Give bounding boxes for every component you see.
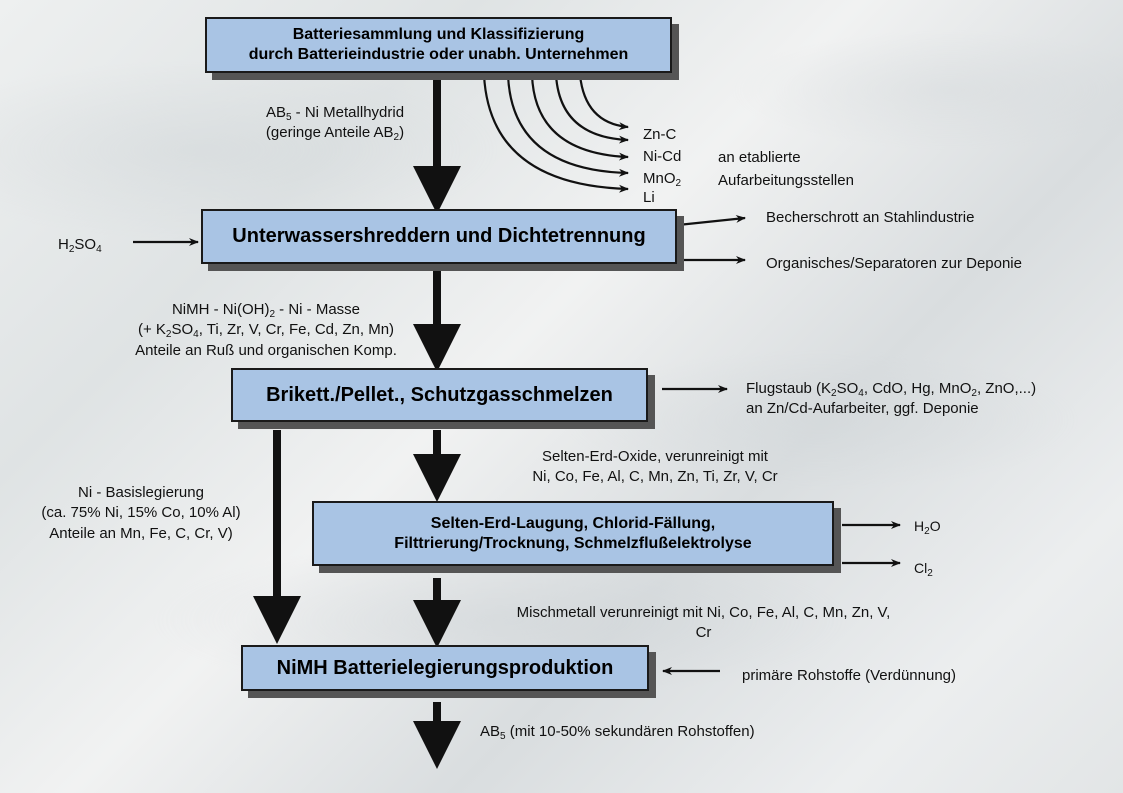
alloy-box: NiMH Batterielegierungsproduktion <box>241 645 649 691</box>
alloy-label: NiMH Batterielegierungsproduktion <box>276 656 614 679</box>
flugstaub-label: Flugstaub (K2SO4, CdO, Hg, MnO2, ZnO,...… <box>746 380 1037 418</box>
zn-c-label: Zn-C <box>643 126 677 143</box>
mischmetall-label: Mischmetall verunreinigt mit Ni, Co, Fe,… <box>516 604 891 642</box>
becherschrott-label: Becherschrott an Stahlindustrie <box>766 209 975 226</box>
shredder-box: Unterwassershreddern und Dichtetrennung <box>201 209 677 264</box>
leaching-line-2: Filttrierung/Trocknung, Schmelzflußelekt… <box>394 534 752 552</box>
curved-arrows <box>482 74 629 193</box>
rare-earth-oxides-label: Selten-Erd-Oxide, verunreinigt mit Ni, C… <box>532 448 778 486</box>
arrow-becher-out <box>677 214 746 227</box>
mno2-label: MnO2 <box>643 170 682 190</box>
ni-cd-label: Ni-Cd <box>643 148 682 166</box>
h2so4-label: H2SO4 <box>58 236 102 255</box>
ni-base-alloy-label: Ni - Basislegierung (ca. 75% Ni, 15% Co,… <box>41 484 241 542</box>
established-processors-label: an etablierte Aufarbeitungsstellen <box>718 149 854 189</box>
ab5-output-label: AB5 (mit 10-50% sekundären Rohstoffen) <box>480 723 755 742</box>
collection-line-1: Batteriesammlung und Klassifizierung <box>292 26 585 43</box>
pellet-box: Brikett./Pellet., Schutzgasschmelzen <box>231 368 648 422</box>
ab5-input-label: AB5 - Ni Metallhydrid (geringe Anteile A… <box>265 104 405 144</box>
leaching-line-1: Selten-Erd-Laugung, Chlorid-Fällung, <box>430 514 716 532</box>
pellet-label: Brikett./Pellet., Schutzgasschmelzen <box>266 383 613 406</box>
h2o-label: H2O <box>914 518 941 537</box>
leaching-box: Selten-Erd-Laugung, Chlorid-Fällung, Fil… <box>312 501 834 566</box>
battery-types-list: Zn-C Ni-Cd MnO2 Li <box>643 124 681 209</box>
li-label: Li <box>643 188 655 206</box>
cl2-label: Cl2 <box>914 560 933 579</box>
nimh-mass-label: NiMH - Ni(OH)2 - Ni - Masse (+ K2SO4, Ti… <box>135 301 397 359</box>
collection-line-2: durch Batterieindustrie oder unabh. Unte… <box>248 46 629 63</box>
primary-raw-materials-label: primäre Rohstoffe (Verdünnung) <box>742 667 957 684</box>
organisches-label: Organisches/Separatoren zur Deponie <box>766 255 1022 272</box>
shredder-label: Unterwassershreddern und Dichtetrennung <box>232 225 646 247</box>
collection-box: Batteriesammlung und Klassifizierung dur… <box>205 17 672 73</box>
